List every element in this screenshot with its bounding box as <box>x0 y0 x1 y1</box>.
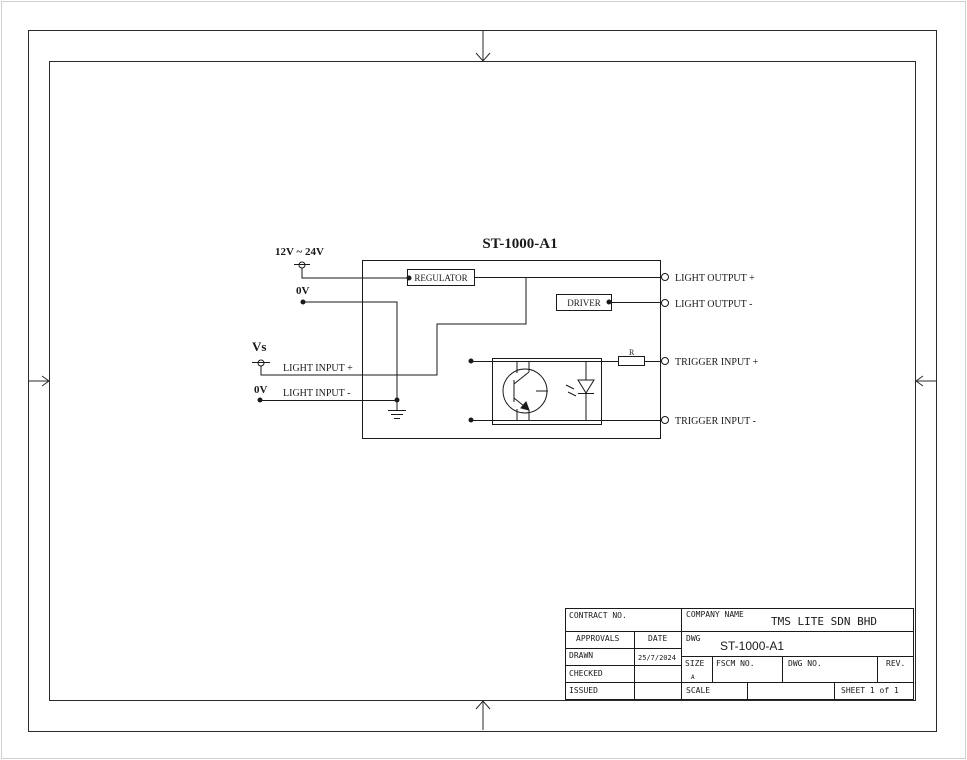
center-mark-left-arrow <box>41 375 50 387</box>
scale-label: SCALE <box>686 686 710 695</box>
title-block <box>565 608 914 700</box>
light-input-neg-junction <box>394 397 400 403</box>
supply-zero-label: 0V <box>296 285 310 297</box>
light-input-neg-label: LIGHT INPUT - <box>283 388 350 399</box>
fscm-no-label: FSCM NO. <box>716 659 755 668</box>
title-block-border <box>565 608 914 700</box>
rev-label: REV. <box>886 659 905 668</box>
phototransistor-icon <box>502 361 548 420</box>
size-value: A <box>691 674 695 681</box>
light-output-pos-label: LIGHT OUTPUT + <box>675 273 755 284</box>
driver-label: DRIVER <box>567 298 601 308</box>
size-label: SIZE <box>685 659 704 668</box>
center-mark-right-arrow <box>915 375 924 387</box>
driver-node <box>606 299 612 305</box>
issued-label: ISSUED <box>569 686 598 695</box>
contract-no-label: CONTRACT NO. <box>569 611 627 620</box>
dwg-no-label: DWG NO. <box>788 659 822 668</box>
input-zero-label: 0V <box>254 384 268 396</box>
module-box <box>362 260 661 439</box>
diagram-title: ST-1000-A1 <box>482 236 557 252</box>
supply-zero-wire <box>303 301 398 410</box>
vs-label: Vs <box>252 339 266 354</box>
optocoupler-box <box>492 358 602 425</box>
ground-icon <box>388 402 406 419</box>
resistor-label: R <box>629 348 635 357</box>
light-output-pos-terminal <box>661 273 669 281</box>
schematic: ST-1000-A1 12V ~ 24V REGULATOR 0V LIGHT … <box>252 236 759 439</box>
supply-wire <box>301 268 407 279</box>
company-name: TMS LITE SDN BHD <box>771 615 877 628</box>
regulator-node <box>406 275 412 281</box>
light-input-pos-wire <box>260 277 527 376</box>
trigger-input-neg-label: TRIGGER INPUT - <box>675 416 756 427</box>
drawn-label: DRAWN <box>569 651 593 660</box>
light-input-pos-label: LIGHT INPUT + <box>283 363 353 374</box>
title-block-text: CONTRACT NO. COMPANY NAME TMS LITE SDN B… <box>569 610 905 695</box>
approvals-label: APPROVALS <box>576 634 620 643</box>
led-icon <box>577 361 595 420</box>
outer-frame <box>28 30 937 732</box>
light-output-neg-label: LIGHT OUTPUT - <box>675 299 752 310</box>
trigger-input-pos-label: TRIGGER INPUT + <box>675 357 759 368</box>
checked-label: CHECKED <box>569 669 603 678</box>
resistor <box>618 356 645 366</box>
light-output-neg-terminal <box>661 299 669 307</box>
supply-voltage-label: 12V ~ 24V <box>275 246 324 258</box>
date-label: DATE <box>648 634 667 643</box>
trigger-input-neg-terminal <box>661 416 669 424</box>
regulator-label: REGULATOR <box>414 273 467 283</box>
sheet-label: SHEET 1 of 1 <box>841 686 899 695</box>
trigger-input-pos-terminal <box>661 357 669 365</box>
light-arrows-icon <box>565 384 577 397</box>
dwg-label: DWG <box>686 634 701 643</box>
dwg-value: ST-1000-A1 <box>720 639 784 653</box>
center-mark-bottom-arrow <box>475 700 491 710</box>
company-name-label: COMPANY NAME <box>686 610 744 619</box>
center-mark-top-arrow <box>475 52 491 62</box>
drawn-date: 25/7/2024 <box>638 654 676 662</box>
inner-frame <box>49 61 916 701</box>
drawing-frame <box>28 30 937 732</box>
